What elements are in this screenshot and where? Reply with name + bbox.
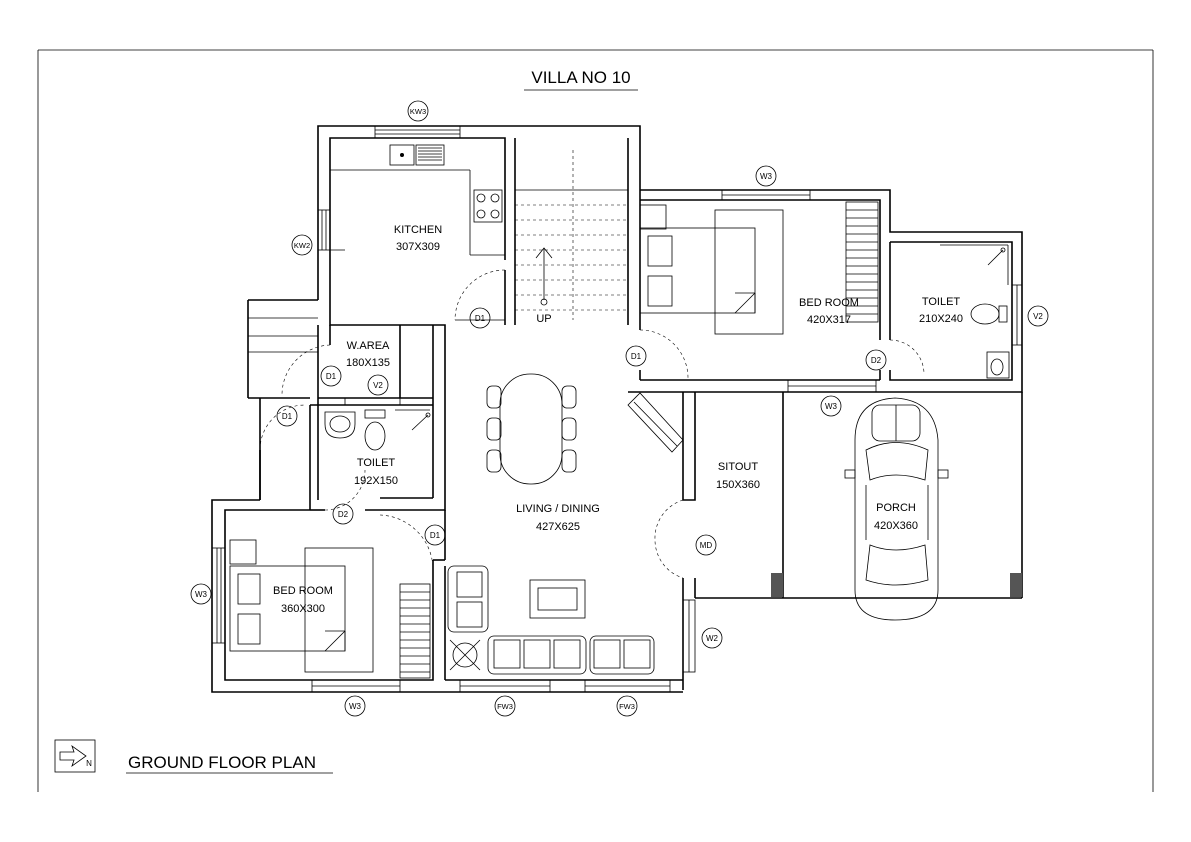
svg-text:FW3: FW3 <box>497 702 513 711</box>
warea-size: 180X135 <box>346 357 390 369</box>
tag-w3-left: W3 <box>190 583 212 605</box>
svg-text:W3: W3 <box>195 590 208 599</box>
svg-text:KW3: KW3 <box>410 107 426 116</box>
tag-v2-right: V2 <box>1027 305 1049 327</box>
tag-md: MD <box>695 534 717 556</box>
windows <box>211 125 1023 693</box>
tag-fw3-b: FW3 <box>616 695 638 717</box>
tag-w2: W2 <box>701 627 723 649</box>
tag-kw2: KW2 <box>291 234 313 256</box>
tag-kw3: KW3 <box>407 100 429 122</box>
svg-text:D1: D1 <box>475 314 486 323</box>
tag-d2-toilet: D2 <box>332 503 354 525</box>
stair-up-label: UP <box>536 313 551 325</box>
svg-text:W3: W3 <box>825 402 838 411</box>
svg-text:W3: W3 <box>760 172 773 181</box>
svg-text:D2: D2 <box>871 356 882 365</box>
porch-name: PORCH <box>876 502 916 514</box>
car-icon <box>844 397 949 621</box>
tag-d1-left: D1 <box>276 405 298 427</box>
toilet-mid-size: 192X150 <box>354 475 398 487</box>
toilet-right-name: TOILET <box>922 296 961 308</box>
svg-text:W2: W2 <box>706 634 719 643</box>
sheet-frame <box>37 49 1154 792</box>
svg-text:V2: V2 <box>373 381 383 390</box>
living-size: 427X625 <box>536 521 580 533</box>
toilet-mid-name: TOILET <box>357 457 396 469</box>
tag-v2-mid: V2 <box>367 374 389 396</box>
svg-text:D2: D2 <box>338 510 349 519</box>
sitout-size: 150X360 <box>716 479 760 491</box>
north-label: N <box>86 759 92 768</box>
svg-text:KW2: KW2 <box>294 241 310 250</box>
svg-text:V2: V2 <box>1033 312 1043 321</box>
dining-table <box>486 373 577 485</box>
tag-d2-bed: D2 <box>865 349 887 371</box>
tag-d1-warea: D1 <box>320 365 342 387</box>
svg-text:D1: D1 <box>282 412 293 421</box>
toilet-right-size: 210X240 <box>919 313 963 325</box>
tv-unit <box>627 392 684 453</box>
kitchen-fixtures <box>329 144 505 256</box>
bed-top <box>639 201 879 335</box>
opening-tags: KW3 KW2 W3 V2 D1 D1 D2 W3 <box>190 100 1049 717</box>
tag-fw3-a: FW3 <box>494 695 516 717</box>
porch-columns <box>771 573 1022 597</box>
tag-w3-top: W3 <box>755 165 777 187</box>
living-name: LIVING / DINING <box>516 503 600 515</box>
svg-text:D1: D1 <box>326 372 337 381</box>
warea-name: W.AREA <box>347 340 390 352</box>
door-swings <box>259 269 925 579</box>
toilet-mid-fixtures <box>324 409 431 451</box>
bedroom-left-name: BED ROOM <box>273 585 333 597</box>
bedroom-left-size: 360X300 <box>281 603 325 615</box>
tag-w3-porch: W3 <box>820 395 842 417</box>
svg-text:FW3: FW3 <box>619 702 635 711</box>
room-labels: KITCHEN 307X309 BED ROOM 420X317 TOILET … <box>273 224 963 615</box>
porch-size: 420X360 <box>874 520 918 532</box>
tag-d1-kitchen: D1 <box>469 307 491 329</box>
kitchen-name: KITCHEN <box>394 224 442 236</box>
svg-text:D1: D1 <box>430 531 441 540</box>
walls <box>211 125 1023 693</box>
bedroom-top-size: 420X317 <box>807 314 851 326</box>
kitchen-size: 307X309 <box>396 241 440 253</box>
toilet-right-fixtures <box>940 244 1010 379</box>
tag-d1-bottom: D1 <box>424 524 446 546</box>
svg-text:MD: MD <box>700 541 713 550</box>
plan-title: GROUND FLOOR PLAN <box>128 753 316 772</box>
sitout-name: SITOUT <box>718 461 758 473</box>
living-furniture <box>447 565 655 675</box>
north-arrow-icon <box>54 739 96 773</box>
staircase <box>515 150 628 320</box>
tag-w3-bottom: W3 <box>344 695 366 717</box>
tag-d1-living: D1 <box>625 345 647 367</box>
svg-text:W3: W3 <box>349 702 362 711</box>
villa-title: VILLA NO 10 <box>531 68 630 87</box>
svg-text:D1: D1 <box>631 352 642 361</box>
bedroom-top-name: BED ROOM <box>799 297 859 309</box>
bed-left <box>229 539 431 679</box>
